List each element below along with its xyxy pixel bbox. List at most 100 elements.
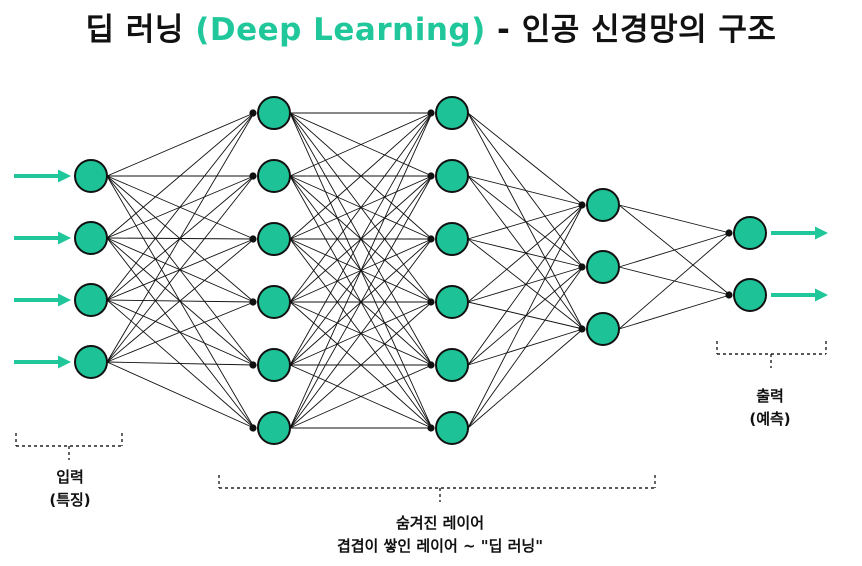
- connection-line: [618, 294, 731, 330]
- connection-line: [289, 112, 433, 429]
- connection-line: [289, 112, 433, 303]
- connection-line: [289, 112, 433, 177]
- output-label: 출력 (예측): [720, 385, 820, 431]
- connection-line: [106, 175, 255, 303]
- input-arrow-head: [58, 355, 71, 369]
- connection-line: [467, 175, 584, 206]
- connection-dot: [725, 291, 733, 299]
- connection-line: [618, 204, 731, 234]
- page-title: 딥 러닝 (Deep Learning) - 인공 신경망의 구조: [0, 4, 862, 49]
- hidden-label-line2: 겹겹이 쌓인 레이어 ~ "딥 러닝": [336, 537, 544, 555]
- connection-line: [289, 238, 433, 429]
- connection-line: [106, 112, 255, 177]
- hidden3-node: [586, 312, 620, 346]
- connection-line: [289, 175, 433, 429]
- input-arrow-head: [58, 293, 71, 307]
- connection-line: [289, 112, 433, 240]
- connection-dot: [249, 424, 257, 432]
- input-node: [74, 221, 108, 255]
- connection-dot: [427, 298, 435, 306]
- hidden1-node: [257, 285, 291, 319]
- connection-line: [467, 204, 584, 303]
- connection-line: [618, 232, 731, 268]
- connection-line: [106, 175, 255, 240]
- connection-dot: [427, 361, 435, 369]
- connection-line: [106, 361, 255, 429]
- hidden1-node: [257, 159, 291, 193]
- connection-line: [467, 175, 584, 330]
- connection-dot: [427, 235, 435, 243]
- hidden2-node: [435, 222, 469, 256]
- connection-dot: [249, 298, 257, 306]
- output-arrow-head: [815, 226, 828, 240]
- connection-line: [106, 237, 255, 429]
- io-arrows: [14, 169, 828, 369]
- connection-line: [289, 364, 433, 429]
- connection-dot: [578, 201, 586, 209]
- connection-line: [106, 175, 255, 366]
- connection-line: [467, 328, 584, 429]
- connection-dot: [249, 235, 257, 243]
- input-label-line1: 입력: [56, 468, 84, 486]
- connection-line: [106, 237, 255, 366]
- output-node: [733, 278, 767, 312]
- connection-line: [467, 204, 584, 429]
- connection-line: [289, 301, 433, 429]
- connection-line: [106, 361, 255, 366]
- connection-dot: [427, 109, 435, 117]
- hidden2-node: [435, 348, 469, 382]
- output-label-line1: 출력: [756, 387, 784, 405]
- connection-dot: [427, 172, 435, 180]
- output-node: [733, 216, 767, 250]
- hidden1-node: [257, 411, 291, 445]
- hidden1-node: [257, 222, 291, 256]
- connection-line: [106, 112, 255, 239]
- title-accent: (Deep Learning): [195, 12, 486, 48]
- connection-line: [467, 175, 584, 268]
- input-node: [74, 283, 108, 317]
- connection-line: [467, 204, 584, 240]
- hidden1-node: [257, 348, 291, 382]
- connection-dot: [578, 325, 586, 333]
- input-node: [74, 159, 108, 193]
- title-suffix: - 인공 신경망의 구조: [485, 12, 777, 48]
- connection-dot: [249, 109, 257, 117]
- connection-dot: [249, 361, 257, 369]
- connection-line: [106, 299, 255, 429]
- neurons: [74, 96, 767, 445]
- hidden2-node: [435, 285, 469, 319]
- connection-line: [106, 237, 255, 303]
- connection-line: [106, 175, 255, 363]
- connection-dots: [249, 109, 733, 432]
- connection-dot: [249, 172, 257, 180]
- connection-line: [106, 112, 255, 301]
- layer-brackets: [15, 341, 827, 502]
- connection-dot: [427, 424, 435, 432]
- title-prefix: 딥 러닝: [85, 12, 196, 48]
- connection-line: [467, 112, 584, 206]
- input-label: 입력 (특징): [20, 466, 120, 512]
- hidden3-node: [586, 188, 620, 222]
- connection-dot: [578, 263, 586, 271]
- hidden-label-line1: 숨겨진 레이어: [395, 514, 485, 532]
- hidden1-node: [257, 96, 291, 130]
- output-label-line2: (예측): [749, 410, 791, 428]
- input-arrow-head: [58, 231, 71, 245]
- connection-line: [106, 301, 255, 363]
- connection-line: [467, 238, 584, 330]
- connection-line: [467, 266, 584, 429]
- hidden3-node: [586, 250, 620, 284]
- hidden2-node: [435, 411, 469, 445]
- input-arrow-head: [58, 169, 71, 183]
- connection-line: [106, 112, 255, 363]
- hidden-label: 숨겨진 레이어 겹겹이 쌓인 레이어 ~ "딥 러닝": [280, 512, 600, 558]
- connection-dot: [725, 229, 733, 237]
- connection-line: [467, 204, 584, 366]
- connection-line: [106, 238, 255, 363]
- connections: [106, 112, 731, 429]
- input-node: [74, 345, 108, 379]
- input-label-line2: (특징): [49, 491, 91, 509]
- connection-line: [289, 112, 433, 366]
- hidden2-node: [435, 159, 469, 193]
